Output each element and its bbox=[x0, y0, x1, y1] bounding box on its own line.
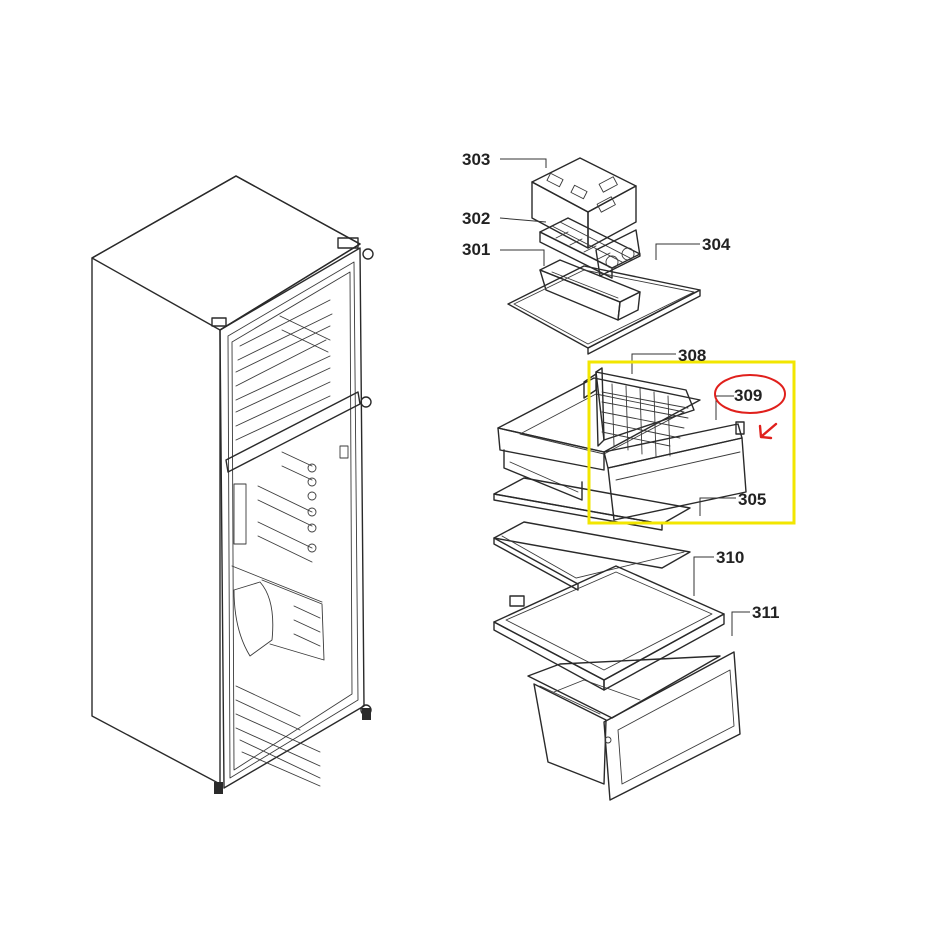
label-309: 309 bbox=[734, 386, 762, 405]
label-305: 305 bbox=[738, 490, 766, 509]
refrigerator-cabinet bbox=[91, 175, 374, 794]
circle-marker-309 bbox=[714, 374, 786, 414]
part-309-tray-with-grid bbox=[595, 367, 747, 521]
part-310-glass-shelf bbox=[493, 565, 725, 691]
fridge-crisper-area bbox=[231, 565, 325, 787]
label-311: 311 bbox=[752, 603, 779, 622]
label-310: 310 bbox=[716, 548, 744, 567]
label-308: 308 bbox=[678, 346, 706, 365]
label-301: 301 bbox=[462, 240, 490, 259]
label-302: 302 bbox=[462, 209, 490, 228]
part-309-grid-lines bbox=[601, 383, 689, 457]
highlight-box-309 bbox=[587, 360, 796, 525]
part-311-crisper-drawer bbox=[527, 651, 741, 801]
part-303-ice-tray-holder bbox=[531, 157, 637, 249]
part-304-freezer-shelf bbox=[507, 265, 701, 355]
leader-lines bbox=[499, 158, 750, 636]
freezer-shelf-rails bbox=[235, 299, 333, 441]
arrow-marker-icon bbox=[758, 422, 778, 440]
part-301-ice-storage-box bbox=[539, 259, 641, 321]
label-303: 303 bbox=[462, 150, 490, 169]
part-302-ice-tray bbox=[539, 217, 641, 279]
fridge-shelf-rails bbox=[233, 445, 349, 563]
part-305-shelf-plate bbox=[493, 477, 691, 591]
label-304: 304 bbox=[702, 235, 731, 254]
